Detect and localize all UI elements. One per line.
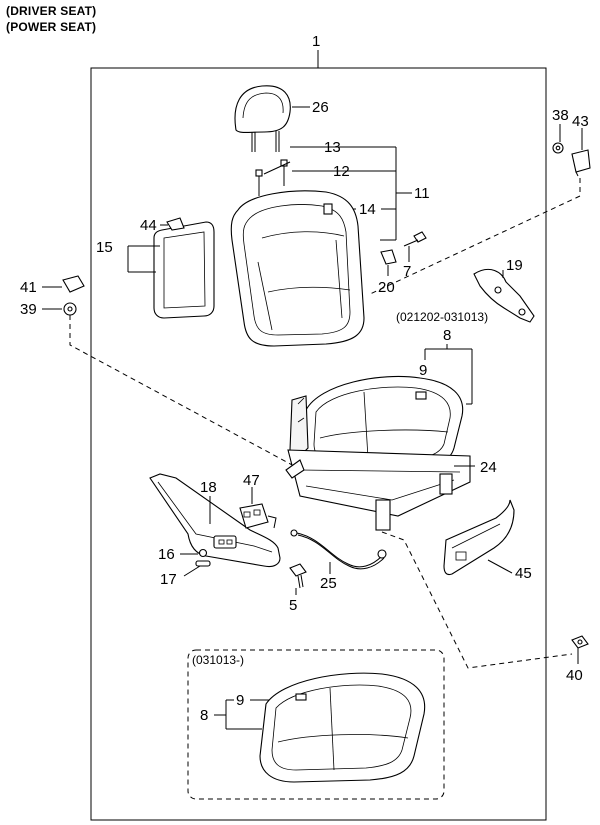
callout-24: 24 <box>480 459 497 476</box>
bolt-part-38 <box>552 142 564 154</box>
screw-part-16 <box>198 548 208 558</box>
callout-11: 11 <box>414 185 430 202</box>
callout-47: 47 <box>243 472 260 489</box>
bolt-part-40 <box>571 635 589 660</box>
callout-15: 15 <box>96 239 113 256</box>
back-board <box>153 221 215 319</box>
side-cover-part-18 <box>149 473 281 568</box>
side-shield-part-19 <box>473 268 535 323</box>
nut-part-39 <box>63 302 77 316</box>
callout-45: 45 <box>515 565 532 582</box>
callout-43: 43 <box>572 113 589 130</box>
callout-14: 14 <box>359 201 376 218</box>
cover-part-41 <box>62 275 85 293</box>
callout-9-lower: 9 <box>236 692 244 709</box>
clip-part-17 <box>195 560 211 567</box>
bolt-part-5 <box>289 563 307 589</box>
callout-8-lower: 8 <box>200 707 208 724</box>
callout-8-upper: 8 <box>443 327 451 344</box>
callout-1: 1 <box>312 33 320 50</box>
revision-box <box>187 649 445 800</box>
callout-19: 19 <box>506 257 523 274</box>
callout-7: 7 <box>403 263 411 280</box>
callout-9-upper: 9 <box>419 362 427 379</box>
screw-part-7 <box>403 231 427 247</box>
seat-back <box>230 190 365 347</box>
note-range-031013: (031013-) <box>192 653 244 667</box>
side-cover-part-45 <box>443 499 515 576</box>
headrest-guide <box>255 159 288 196</box>
callout-17: 17 <box>160 571 177 588</box>
callout-16: 16 <box>158 546 175 563</box>
callout-12: 12 <box>333 163 350 180</box>
header-driver-seat: (DRIVER SEAT) <box>6 4 97 18</box>
callout-26: 26 <box>312 99 329 116</box>
cable-part-25 <box>290 529 387 570</box>
clip-part-20 <box>380 249 397 265</box>
cover-part-43 <box>571 149 591 177</box>
header-power-seat: (POWER SEAT) <box>6 20 97 34</box>
callout-39: 39 <box>20 301 37 318</box>
callout-41: 41 <box>20 279 37 296</box>
callout-13: 13 <box>324 139 341 156</box>
callout-40: 40 <box>566 667 583 684</box>
seat-cushion-frame <box>285 375 471 531</box>
seat-cushion-lower <box>259 672 426 783</box>
note-range-021202-031013: (021202-031013) <box>396 310 488 324</box>
callout-38: 38 <box>552 107 569 124</box>
callout-25: 25 <box>320 575 337 592</box>
callout-44: 44 <box>140 217 157 234</box>
switch-part-47 <box>239 503 277 529</box>
callout-20: 20 <box>378 279 395 296</box>
callout-5: 5 <box>289 597 297 614</box>
callout-18: 18 <box>200 479 217 496</box>
headrest <box>234 85 291 152</box>
clip-part-44 <box>166 217 185 231</box>
